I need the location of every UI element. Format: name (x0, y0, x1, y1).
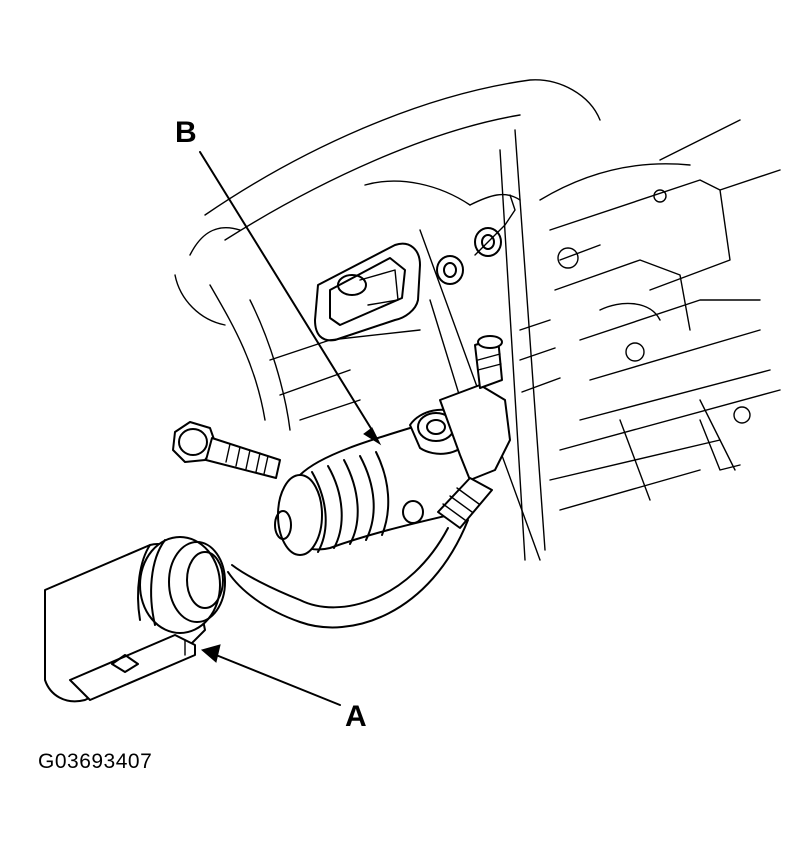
hydraulic-hose (227, 477, 493, 629)
slave-cylinder (274, 335, 511, 556)
leader-lines (199, 151, 382, 706)
housing-bolt-bosses (436, 194, 516, 285)
mounting-bolt (172, 421, 281, 479)
callout-label-a: A (345, 700, 367, 733)
heat-protector (44, 536, 226, 703)
callout-label-b: B (175, 116, 197, 149)
figure-id: G03693407 (38, 750, 153, 773)
arrow-b-head (363, 427, 382, 446)
arrow-a-head (200, 644, 221, 663)
mounting-pocket (314, 242, 421, 342)
